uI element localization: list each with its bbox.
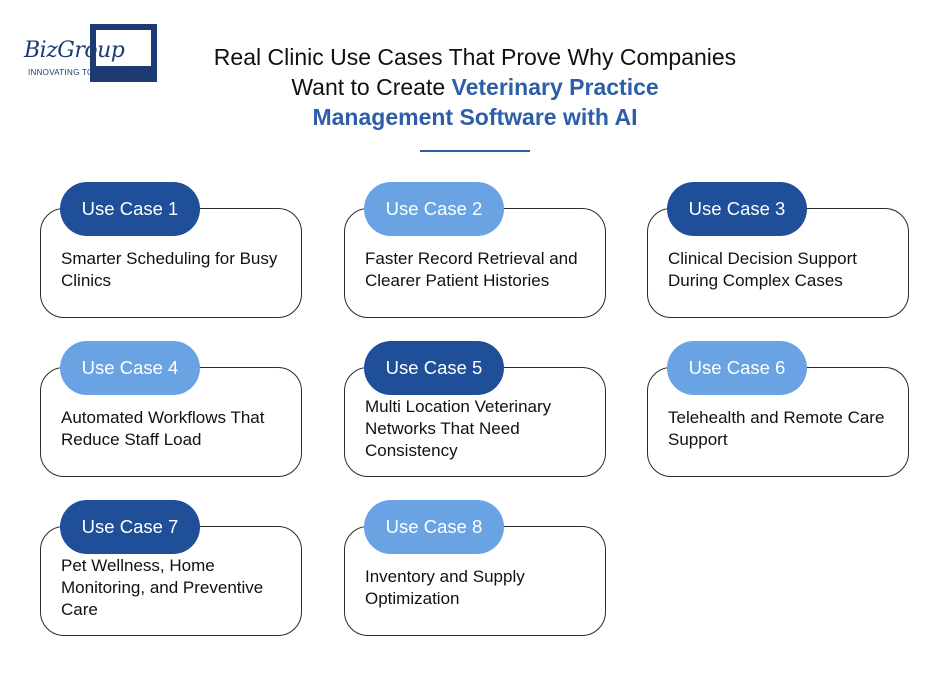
bizgroup-logo: BizGroup INNOVATING TOGETHER [22, 24, 157, 82]
use-case-text: Telehealth and Remote Care Support [668, 408, 885, 449]
use-case-text: Clinical Decision Support During Complex… [668, 249, 857, 290]
logo-wordmark: BizGroup [24, 38, 125, 63]
logo-tagline: INNOVATING TOGETHER [28, 68, 129, 77]
use-case-badge-1: Use Case 1 [60, 182, 200, 236]
title-line-2: Want to Create Veterinary Practice [175, 72, 775, 102]
title-line-1: Real Clinic Use Cases That Prove Why Com… [213, 44, 737, 70]
title-underline [420, 150, 530, 152]
use-case-text: Pet Wellness, Home Monitoring, and Preve… [61, 556, 264, 619]
use-case-badge-5: Use Case 5 [364, 341, 504, 395]
use-case-badge-7: Use Case 7 [60, 500, 200, 554]
use-case-badge-6: Use Case 6 [667, 341, 807, 395]
use-case-badge-8: Use Case 8 [364, 500, 504, 554]
use-case-text: Smarter Scheduling for Busy Clinics [61, 249, 278, 290]
use-case-badge-3: Use Case 3 [667, 182, 807, 236]
title-line-2-highlight: Veterinary Practice [451, 74, 659, 100]
use-case-text: Multi Location Veterinary Networks That … [365, 397, 552, 460]
use-case-badge-4: Use Case 4 [60, 341, 200, 395]
use-case-text: Automated Workflows That Reduce Staff Lo… [61, 408, 265, 449]
use-case-badge-2: Use Case 2 [364, 182, 504, 236]
use-case-text: Inventory and Supply Optimization [365, 567, 525, 608]
page-title: Real Clinic Use Cases That Prove Why Com… [175, 42, 775, 132]
title-line-3-highlight: Management Software with AI [312, 104, 638, 130]
use-case-text: Faster Record Retrieval and Clearer Pati… [365, 249, 578, 290]
logo-frame-cutout [96, 30, 151, 66]
title-line-2-plain: Want to Create [291, 74, 452, 100]
